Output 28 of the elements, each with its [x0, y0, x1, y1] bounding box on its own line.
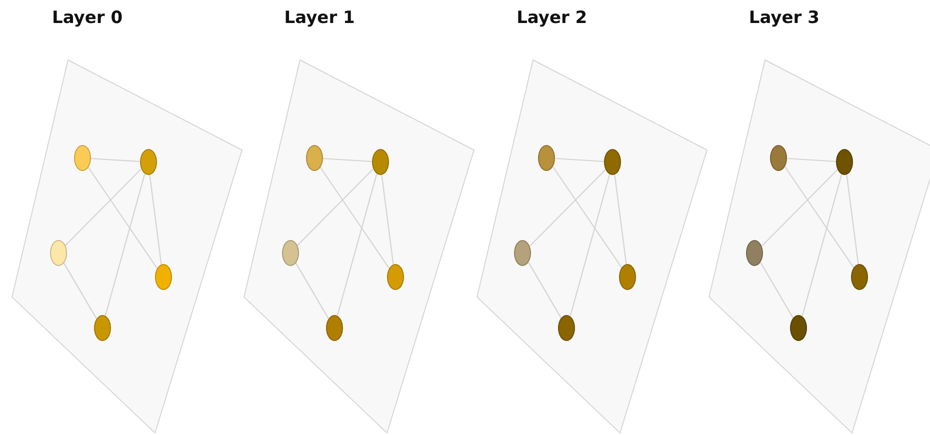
layer-title: Layer 2 [516, 8, 588, 28]
network-link [760, 262, 794, 319]
network-link [297, 168, 374, 246]
network-link [88, 166, 158, 268]
network-link [104, 174, 146, 316]
layer-title: Layer 3 [748, 8, 820, 28]
network-link [569, 174, 610, 316]
network-link [322, 158, 372, 162]
network-link [784, 166, 854, 268]
network-link [762, 168, 838, 246]
network-link [555, 158, 604, 162]
network-link [90, 158, 140, 162]
network-link [528, 262, 562, 319]
layer-title: Layer 0 [52, 8, 123, 28]
network-link [381, 174, 394, 264]
network-link [296, 262, 330, 319]
network-link [802, 174, 842, 316]
network-link [529, 168, 606, 246]
network-link [64, 168, 142, 246]
network-link [337, 174, 378, 316]
network-link [63, 262, 97, 319]
network-link [149, 174, 162, 264]
network-link [614, 174, 626, 264]
network-link [320, 166, 390, 268]
layer-title: Layer 1 [284, 8, 355, 28]
network-link [787, 158, 836, 162]
network-link [552, 166, 622, 268]
network-link [846, 174, 859, 264]
